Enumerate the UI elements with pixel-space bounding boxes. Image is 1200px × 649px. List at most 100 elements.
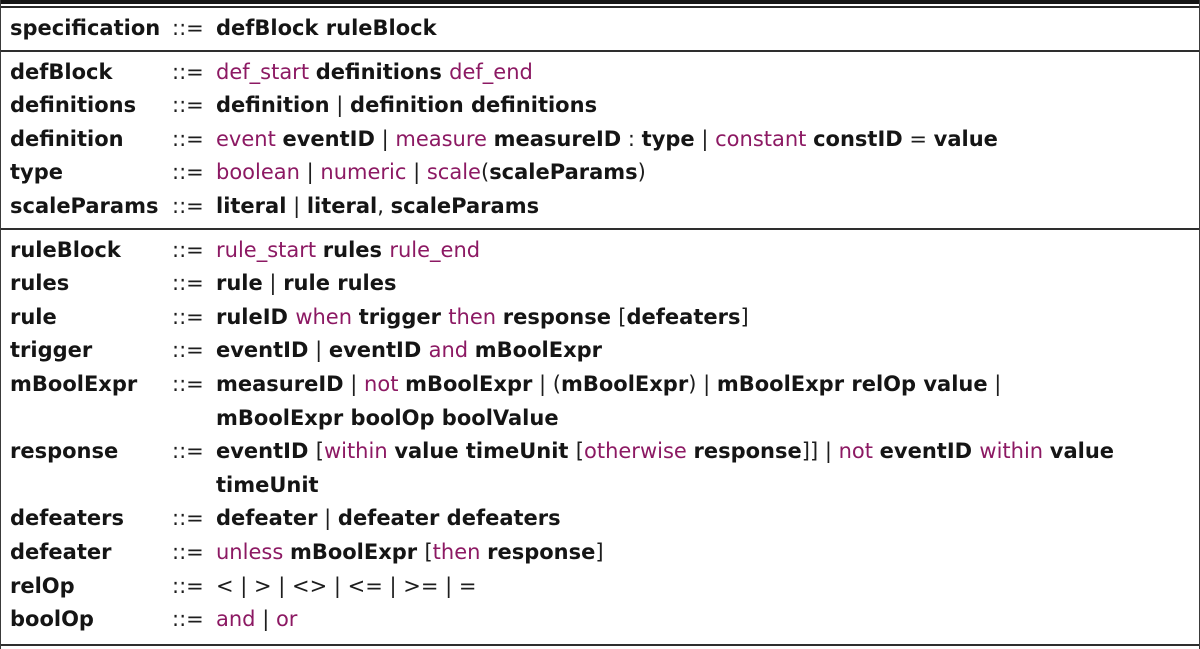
production-rhs: literal | literal, scaleParams xyxy=(216,190,1199,224)
grammar-token: rules xyxy=(322,237,390,262)
grammar-token: literal xyxy=(216,193,287,218)
section-divider-rule xyxy=(1,49,1199,52)
production-rhs: defBlock ruleBlock xyxy=(216,12,1199,46)
grammar-token: defBlock ruleBlock xyxy=(216,16,437,40)
grammar-token: then xyxy=(432,539,488,564)
grammar-row-rule: rule::=ruleID when trigger then response… xyxy=(1,301,1199,335)
production-rhs: unless mBoolExpr [then response] xyxy=(216,536,1199,570)
nonterminal-name: specification xyxy=(10,16,161,40)
definition-symbol: ::= xyxy=(172,271,204,296)
grammar-token: , xyxy=(377,193,391,218)
production-rhs: def_start definitions def_end xyxy=(216,56,1199,90)
grammar-token: trigger xyxy=(358,304,449,329)
definition-symbol: ::= xyxy=(172,506,204,531)
grammar-token: [ xyxy=(618,304,627,329)
grammar-token: = xyxy=(902,126,934,151)
grammar-token: defeater defeaters xyxy=(337,506,561,531)
production-rhs: definition | definition definitions xyxy=(216,89,1199,123)
definition-symbol: ::= xyxy=(172,160,204,185)
grammar-token: boolean xyxy=(216,160,300,185)
grammar-token: rule xyxy=(216,271,263,296)
grammar-token: | xyxy=(694,126,716,151)
grammar-token: rule rules xyxy=(283,271,397,296)
production-rhs: eventID | eventID and mBoolExpr xyxy=(216,334,1199,368)
grammar-token: ) xyxy=(637,160,646,185)
grammar-token: def_end xyxy=(449,59,533,84)
grammar-token: | xyxy=(308,338,329,363)
nonterminal-name: defBlock xyxy=(10,59,113,84)
definition-symbol: ::= xyxy=(172,573,204,598)
grammar-token: timeUnit xyxy=(216,472,319,497)
grammar-token: when xyxy=(295,304,359,329)
grammar-token: ruleID xyxy=(216,304,296,329)
grammar-token: | xyxy=(987,371,1002,396)
grammar-token: value xyxy=(1049,439,1115,464)
definition-symbol: ::= xyxy=(172,539,204,564)
grammar-row-defeater: defeater::= unless mBoolExpr [then respon… xyxy=(1,536,1199,570)
production-rhs: and | or xyxy=(216,603,1199,637)
grammar-token: | xyxy=(406,160,427,185)
grammar-token: [ xyxy=(315,439,324,464)
production-rhs: ruleID when trigger then response [defea… xyxy=(216,301,1199,335)
grammar-token: otherwise xyxy=(584,439,694,464)
grammar-token: | ( xyxy=(532,371,561,396)
grammar-section: specification::=defBlock ruleBlock xyxy=(1,8,1199,50)
definition-symbol: ::= xyxy=(172,126,204,151)
grammar-token: measure xyxy=(395,126,494,151)
nonterminal-name: mBoolExpr xyxy=(10,371,138,396)
grammar-row-boolOp: boolOp::= and | or xyxy=(1,603,1199,637)
top-rule-gap xyxy=(1,4,1199,6)
production-rhs: event eventID | measure measureID : type… xyxy=(216,123,1199,157)
grammar-row-continuation: mBoolExpr boolOp boolValue xyxy=(1,402,1199,436)
grammar-token: response xyxy=(693,439,802,464)
grammar-token: ] xyxy=(740,304,749,329)
grammar-token: defeater xyxy=(216,506,318,531)
definition-symbol: ::= xyxy=(172,607,204,632)
definition-symbol: ::= xyxy=(172,371,204,396)
grammar-token: literal xyxy=(306,193,378,218)
nonterminal-name: boolOp xyxy=(10,607,94,632)
production-rhs: < | > | <> | <= | >= | = xyxy=(216,570,1199,604)
grammar-token: | xyxy=(299,160,321,185)
nonterminal-name: definitions xyxy=(10,93,137,118)
grammar-token: | xyxy=(255,607,276,632)
grammar-row-definition: definition::= event eventID | measure mea… xyxy=(1,123,1199,157)
nonterminal-name: defeater xyxy=(10,539,112,564)
grammar-token: measureID xyxy=(216,371,344,396)
grammar-token: value xyxy=(933,126,998,151)
grammar-token: definition xyxy=(216,93,330,118)
grammar-token: | xyxy=(286,193,307,218)
grammar-token: eventID xyxy=(879,439,980,464)
grammar-row-scaleParams: scaleParams::=literal | literal, scalePa… xyxy=(1,190,1199,224)
nonterminal-name: definition xyxy=(10,126,124,151)
grammar-token: mBoolExpr xyxy=(405,371,533,396)
grammar-token: defeaters xyxy=(626,304,741,329)
grammar-token: def_start xyxy=(216,59,316,84)
nonterminal-name: response xyxy=(10,439,119,464)
grammar-token: event xyxy=(216,126,283,151)
grammar-row-defBlock: defBlock::=def_start definitions def_end xyxy=(1,56,1199,90)
grammar-token: | xyxy=(317,506,338,531)
grammar-token: mBoolExpr xyxy=(289,539,425,564)
grammar-token: ]] | xyxy=(801,439,839,464)
grammar-token: definitions xyxy=(315,59,450,84)
grammar-row-mBoolExpr: mBoolExpr::=measureID | not mBoolExpr | … xyxy=(1,368,1199,402)
grammar-token: mBoolExpr relOp value xyxy=(716,371,988,396)
grammar-token: definition definitions xyxy=(350,93,598,118)
definition-symbol: ::= xyxy=(172,237,204,262)
grammar-token: : xyxy=(621,126,642,151)
nonterminal-name: relOp xyxy=(10,573,75,598)
grammar-token: not xyxy=(838,439,880,464)
section-divider-rule xyxy=(1,227,1199,230)
production-rhs: mBoolExpr boolOp boolValue xyxy=(216,402,1199,436)
top-rule-thin xyxy=(1,6,1199,8)
production-rhs: eventID [within value timeUnit [otherwis… xyxy=(216,435,1199,469)
grammar-section: defBlock::=def_start definitions def_end… xyxy=(1,52,1199,228)
grammar-token: value timeUnit xyxy=(394,439,576,464)
definition-symbol: ::= xyxy=(172,193,204,218)
grammar-row-continuation: timeUnit xyxy=(1,469,1199,503)
grammar-token: mBoolExpr boolOp boolValue xyxy=(216,405,559,430)
grammar-row-specification: specification::=defBlock ruleBlock xyxy=(1,12,1199,46)
